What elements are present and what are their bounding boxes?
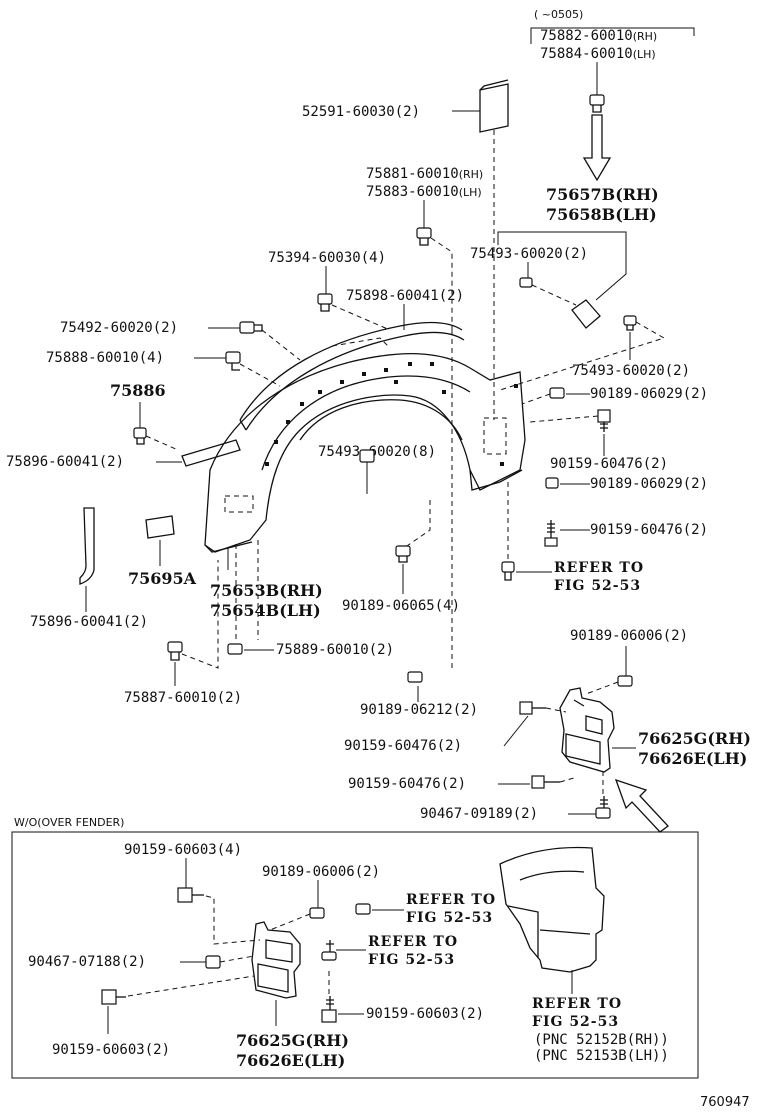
clip-icon [617,675,633,687]
bolt-icon [177,887,204,903]
label-75493c: 75493-60020(8) [318,444,436,460]
label-76626a: 76626E(LH) [638,749,747,768]
label-90159f: 90159-60603(2) [366,1006,484,1022]
label-75887: 75887-60010(2) [124,690,242,706]
label-75898: 75898-60041(2) [346,288,464,304]
clip-icon [501,561,515,581]
label-75882: 75882-60010(RH) [540,28,657,44]
refer-fig: FIG 52-53 [532,1014,619,1030]
label-52591: 52591-60030(2) [302,104,420,120]
molding-75896 [181,439,241,467]
label-76625b: 76625G(RH) [236,1031,349,1050]
clip-icon [519,277,533,288]
clip-icon [309,907,325,919]
clip-icon [205,955,221,969]
clip-icon [355,903,371,915]
clip-icon [407,671,423,683]
fender-liner [499,846,605,973]
refer-fig: FIG 52-53 [554,578,641,594]
plate-52591 [479,83,509,133]
bolt-icon [531,775,560,789]
bolt-icon [321,996,337,1023]
label-90189e: 90189-06212(2) [360,702,478,718]
clip-icon [167,641,183,661]
date-note: ( ~0505) [534,8,583,21]
label-90189f: 90189-06006(2) [262,864,380,880]
clip-icon [239,321,263,334]
label-76626b: 76626E(LH) [236,1051,345,1070]
label-90159c: 90159-60476(2) [344,738,462,754]
arrow-diagonal-icon [614,778,669,833]
label-75695: 75695A [128,569,197,588]
clip-icon [317,293,333,312]
bracket-75657 [571,299,601,329]
label-75881: 75881-60010(RH) [366,166,483,182]
label-90189d: 90189-06006(2) [570,628,688,644]
inset-frame [11,831,699,1079]
clip-icon [227,643,243,655]
label-75492: 75492-60020(2) [60,320,178,336]
refer-text: REFER TO [406,892,496,908]
clip-icon [589,94,605,113]
clip-icon [321,940,337,961]
label-75889: 75889-60010(2) [276,642,394,658]
clip-icon [225,351,241,371]
label-75493b: 75493-60020(2) [572,363,690,379]
label-75658: 75658B(LH) [546,205,657,224]
label-90189c: 90189-06065(4) [342,598,460,614]
clip-icon [133,427,147,445]
label-75653: 75653B(RH) [210,581,323,600]
bolt-icon [519,701,546,715]
refer-text: REFER TO [368,934,458,950]
label-90159d: 90159-60476(2) [348,776,466,792]
bolt-icon [544,520,558,547]
clip-icon [416,227,432,246]
clip-icon [359,449,375,463]
clip-icon [623,315,637,331]
label-90467b: 90467-07188(2) [28,954,146,970]
mudguard-76625-inset [251,921,301,999]
refer-fig: FIG 52-53 [368,952,455,968]
label-75888: 75888-60010(4) [46,350,164,366]
bolt-icon [101,989,126,1005]
label-75896a: 75896-60041(2) [6,454,124,470]
label-76625a: 76625G(RH) [638,729,751,748]
bolt-icon [597,409,611,432]
bracket-top [530,27,695,44]
arrow-down-icon [582,114,612,182]
clip-icon [595,796,611,819]
label-75886: 75886 [110,381,166,400]
mudguard-76625 [559,687,615,773]
label-90467a: 90467-09189(2) [420,806,538,822]
label-75883: 75883-60010(LH) [366,184,482,200]
label-75896b: 75896-60041(2) [30,614,148,630]
label-90159g: 90159-60603(2) [52,1042,170,1058]
label-75394: 75394-60030(4) [268,250,386,266]
refer-fig: FIG 52-53 [406,910,493,926]
pnc-lh: (PNC 52153B(LH)) [534,1048,669,1064]
pnc-rh: (PNC 52152B(RH)) [534,1032,669,1048]
refer-text: REFER TO [554,560,644,576]
label-90159a: 90159-60476(2) [550,456,668,472]
label-75493a: 75493-60020(2) [470,246,588,262]
plate-75695 [145,515,175,539]
clip-icon [545,477,559,489]
clip-icon [549,387,565,399]
refer-text: REFER TO [532,996,622,1012]
label-90159e: 90159-60603(4) [124,842,242,858]
label-90189a: 90189-06029(2) [590,386,708,402]
clip-icon [395,545,411,563]
label-90189b: 90189-06029(2) [590,476,708,492]
label-90159b: 90159-60476(2) [590,522,708,538]
over-fender [204,321,526,553]
molding-75896-vertical [79,507,95,585]
inset-title: W/O(OVER FENDER) [14,816,124,829]
figure-id: 760947 [700,1095,750,1110]
label-75884: 75884-60010(LH) [540,46,656,62]
label-75657: 75657B(RH) [546,185,659,204]
label-75654: 75654B(LH) [210,601,321,620]
